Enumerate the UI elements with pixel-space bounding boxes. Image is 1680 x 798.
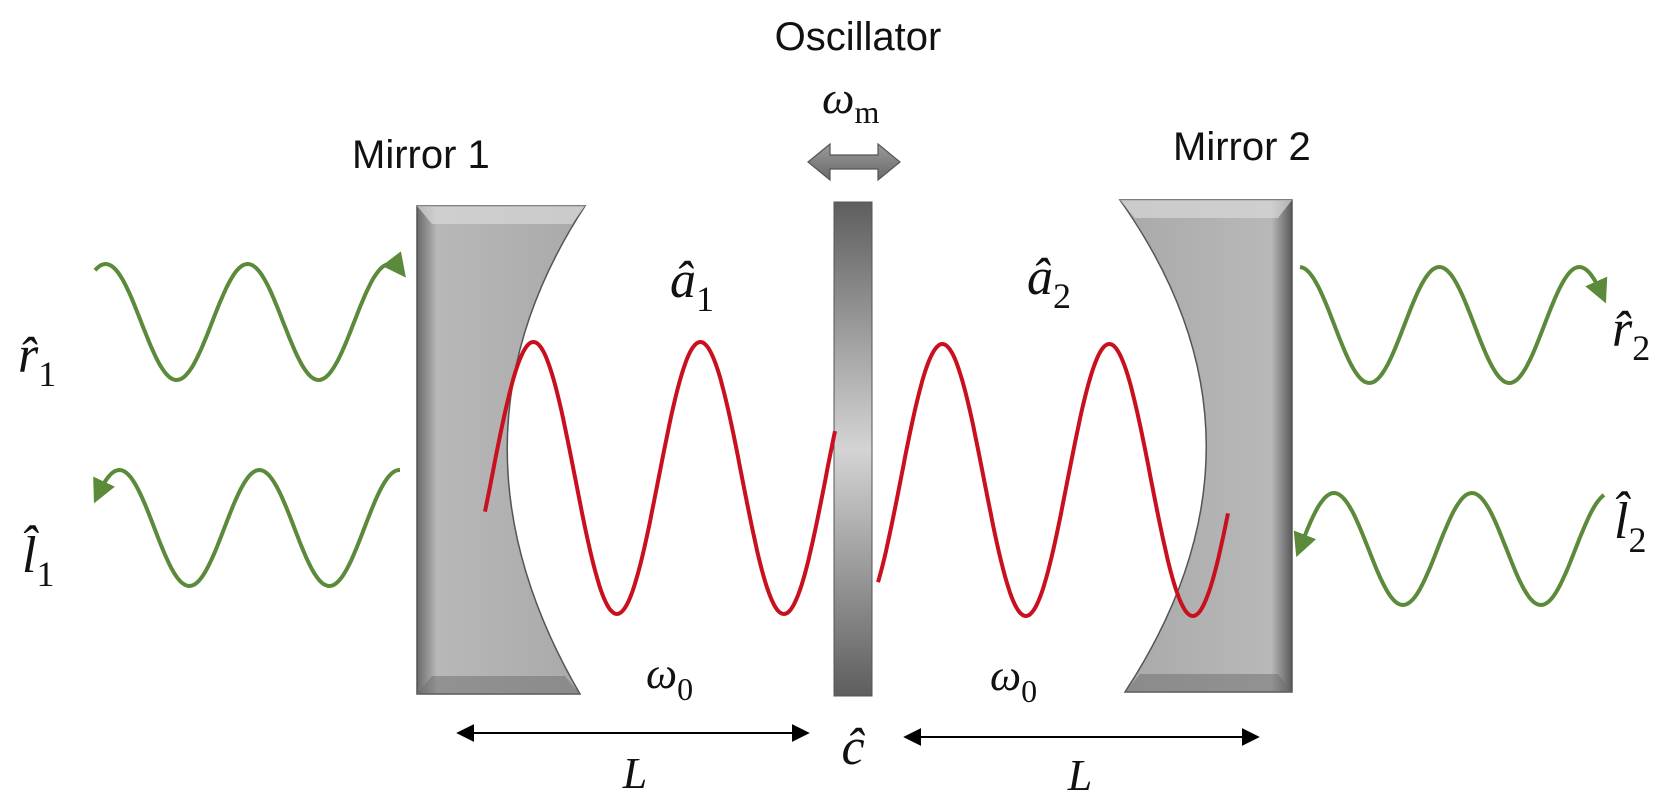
- frequency-omega0-left-label: ω0: [646, 649, 693, 707]
- cavity-field-right-wave: [876, 341, 1230, 619]
- cavity-field-left-wave: [483, 339, 837, 617]
- mirror-1: [416, 205, 587, 695]
- output-field-l1-wave: [93, 467, 401, 589]
- length-L-left-label: L: [622, 749, 647, 798]
- mirror-2-label: Mirror 2: [1173, 125, 1311, 169]
- field-l1-label: l̂1: [22, 524, 54, 594]
- omega-m-label: ωm: [822, 72, 879, 130]
- input-field-r1-wave: [93, 251, 406, 383]
- frequency-omega0-right-label: ω0: [990, 651, 1037, 709]
- input-field-l2-wave: [1293, 490, 1606, 608]
- output-field-r2-wave: [1299, 264, 1608, 386]
- cavity-mode-a1-label: â1: [670, 252, 714, 319]
- mechanical-mode-c-label: ĉ: [841, 719, 865, 776]
- oscillator-label: Oscillator: [775, 15, 942, 59]
- oscillator-membrane: [833, 201, 873, 697]
- mirror-1-label: Mirror 1: [352, 133, 490, 177]
- oscillator-motion-arrow: [807, 142, 901, 182]
- field-l2-label: l̂2: [1614, 490, 1646, 560]
- field-r1-label: r̂1: [18, 327, 56, 394]
- mirror-2: [1118, 199, 1293, 693]
- field-r2-label: r̂2: [1612, 301, 1650, 368]
- length-L-right-label: L: [1067, 751, 1092, 798]
- cavity-mode-a2-label: â2: [1027, 249, 1071, 316]
